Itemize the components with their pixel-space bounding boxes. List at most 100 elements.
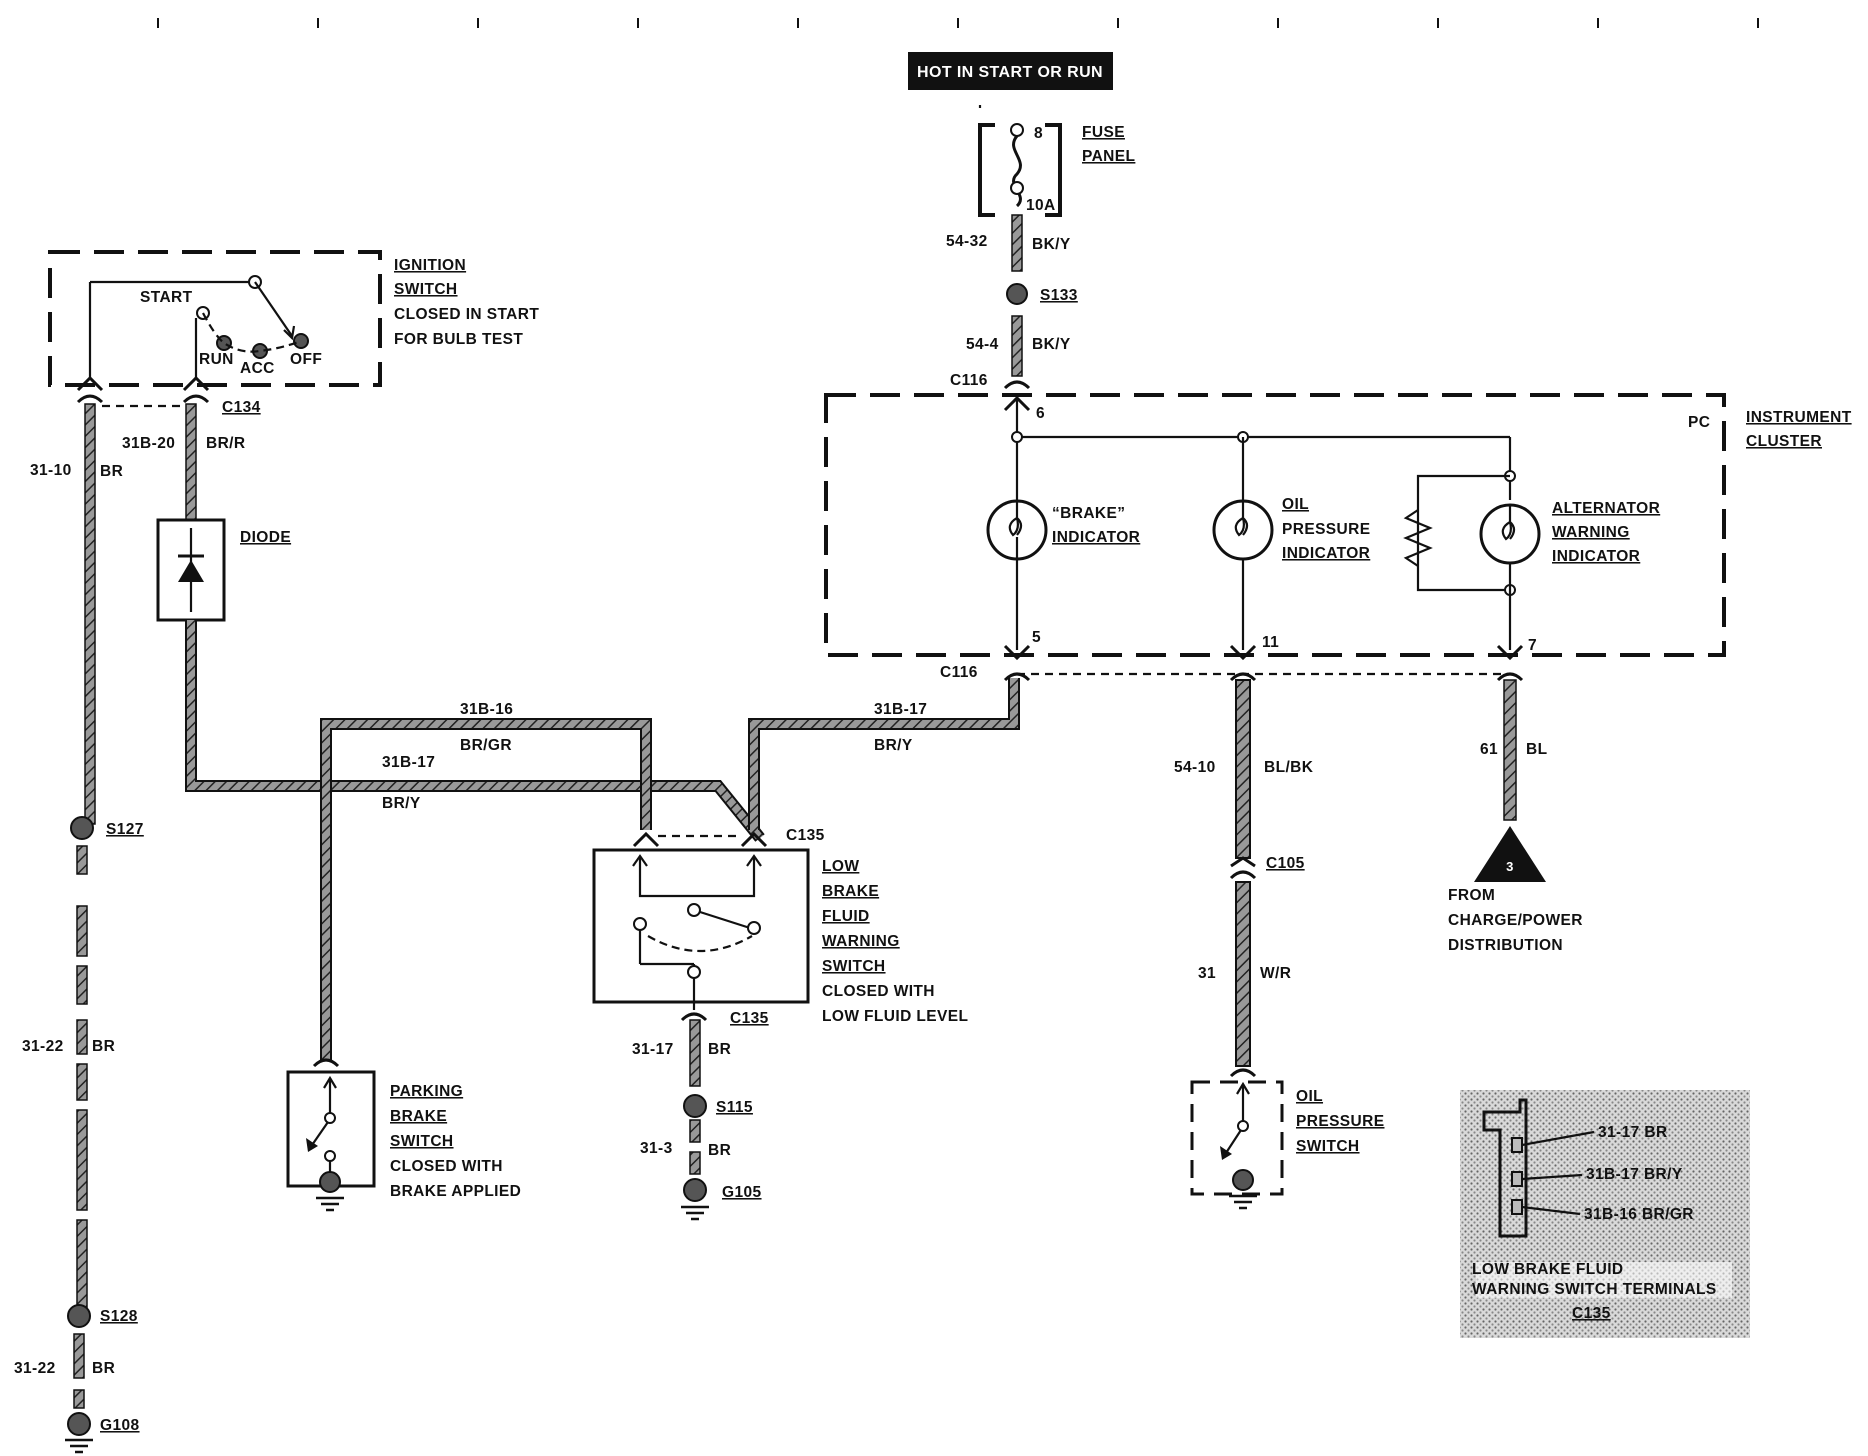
wire-3110-color: BR [100,463,123,480]
wire-3122b-color: BR [92,1360,115,1377]
fuse-panel: 8 10A FUSE PANEL [978,105,1135,217]
splice-s133-label: S133 [1040,287,1078,304]
wire-3110-circuit: 31-10 [30,462,72,479]
wire-5432-color: BK/Y [1032,236,1071,253]
oil-indicator-label-1: OIL [1282,496,1309,513]
low-brake-label-3: FLUID [822,908,870,925]
connector-c116-bottom: C116 [940,664,978,681]
brake-indicator-label-2: INDICATOR [1052,529,1140,546]
connector-c135-top: C135 [786,827,825,844]
parking-brake-label-2: BRAKE [390,1108,447,1125]
wire-31-color: W/R [1260,965,1291,982]
parking-brake-switch-icon [306,1075,346,1212]
wire-31b20-color: BR/R [206,435,246,452]
instrument-cluster-title-1: INSTRUMENT [1746,409,1852,426]
border-ticks [157,18,1759,28]
brake-indicator-label-1: “BRAKE” [1052,505,1125,522]
oil-indicator-label-3: INDICATOR [1282,545,1370,562]
instrument-cluster-box [824,393,1726,657]
low-brake-label-5: SWITCH [822,958,886,975]
ign-pos-run: RUN [199,351,234,368]
ground-g105-icon [683,1178,707,1202]
brake-indicator-bulb-icon [986,499,1048,561]
pin-11: 11 [1262,634,1279,651]
wire-313-color: BR [708,1142,731,1159]
splice-s128-label: S128 [100,1308,138,1325]
wire-3122a-circuit: 31-22 [22,1038,64,1055]
ignition-note-2: FOR BULB TEST [394,331,523,348]
splice-s115 [683,1094,707,1118]
splice-s115-label: S115 [716,1099,753,1116]
oil-switch-label-2: PRESSURE [1296,1113,1384,1130]
wire-31b17a-circuit: 31B-17 [382,754,435,771]
charge-power-label-1: FROM [1448,887,1495,904]
low-brake-fluid-switch-icon [632,854,762,1010]
connector-c134: C134 [222,399,261,416]
low-brake-fluid-switch-box [592,848,810,1004]
fuse-rating: 10A [1026,197,1056,214]
wire-3117-color: BR [708,1041,731,1058]
splice-s128 [67,1304,91,1328]
fuse-icon [1012,135,1022,208]
fuse-panel-title-1: FUSE [1082,124,1125,141]
charge-power-label-3: DISTRIBUTION [1448,937,1563,954]
ignition-switch-icon [88,275,309,378]
ign-pos-off: OFF [290,351,322,368]
ignition-title-2: SWITCH [394,281,458,298]
inset-pin-3: 31B-16 BR/GR [1584,1206,1694,1223]
wire-61-color: BL [1526,741,1547,758]
connector-c116-top: C116 [950,372,988,389]
instrument-cluster-title-2: CLUSTER [1746,433,1822,450]
low-brake-label-4: WARNING [822,933,900,950]
inset-connector: C135 [1572,1305,1611,1322]
charge-power-label-2: CHARGE/POWER [1448,912,1583,929]
wire-3122a-color: BR [92,1038,115,1055]
oil-pressure-indicator-bulb-icon [1212,499,1274,561]
wire-31b16-circuit: 31B-16 [460,701,513,718]
resistor-icon [1403,509,1433,567]
wire-31b20-circuit: 31B-20 [122,435,175,452]
c135-terminal-inset [1460,1090,1750,1338]
alt-indicator-label-1: ALTERNATOR [1552,500,1660,517]
low-brake-label-2: BRAKE [822,883,879,900]
wire-31b17b-color: BR/Y [874,737,913,754]
wire-5410-circuit: 54-10 [1174,759,1216,776]
alt-indicator-label-3: INDICATOR [1552,548,1640,565]
wire-31b17a-color: BR/Y [382,795,421,812]
wire-31b17b-circuit: 31B-17 [874,701,927,718]
low-brake-note-2: LOW FLUID LEVEL [822,1008,968,1025]
hot-label: HOT IN START OR RUN [917,64,1103,81]
diode-icon [156,518,226,622]
splice-s133 [1006,283,1028,305]
inset-caption-1: LOW BRAKE FLUID [1472,1261,1624,1278]
alternator-warning-bulb-icon [1403,474,1541,592]
wire-544-circuit: 54-4 [966,336,999,353]
ground-g108-label: G108 [100,1417,140,1434]
inset-caption-2: WARNING SWITCH TERMINALS [1472,1281,1717,1298]
ignition-switch-box [48,250,382,387]
ignition-title-1: IGNITION [394,257,466,274]
wire-61-circuit: 61 [1480,741,1498,758]
low-brake-note-1: CLOSED WITH [822,983,935,1000]
fuse-number: 8 [1034,125,1043,142]
connector-c105: C105 [1266,855,1305,872]
ground-g105-label: G105 [722,1184,762,1201]
wire-5410-color: BL/BK [1264,759,1314,776]
charge-power-page-ref: 3 [1506,859,1514,874]
oil-pressure-switch-box [1190,1080,1284,1196]
oil-switch-label-1: OIL [1296,1088,1323,1105]
wire-5432-circuit: 54-32 [946,233,988,250]
parking-brake-label-1: PARKING [390,1083,463,1100]
diode-label: DIODE [240,529,291,546]
ign-pos-start: START [140,289,193,306]
wire-544-color: BK/Y [1032,336,1071,353]
pin-7: 7 [1528,637,1537,654]
wire-313-circuit: 31-3 [640,1140,673,1157]
wire-31b16-color: BR/GR [460,737,512,754]
inset-pin-1: 31-17 BR [1598,1124,1668,1141]
wire-3122b-circuit: 31-22 [14,1360,56,1377]
hot-label-box [908,52,1113,90]
ground-g108-icon [67,1412,91,1436]
ign-pos-acc: ACC [240,360,275,377]
